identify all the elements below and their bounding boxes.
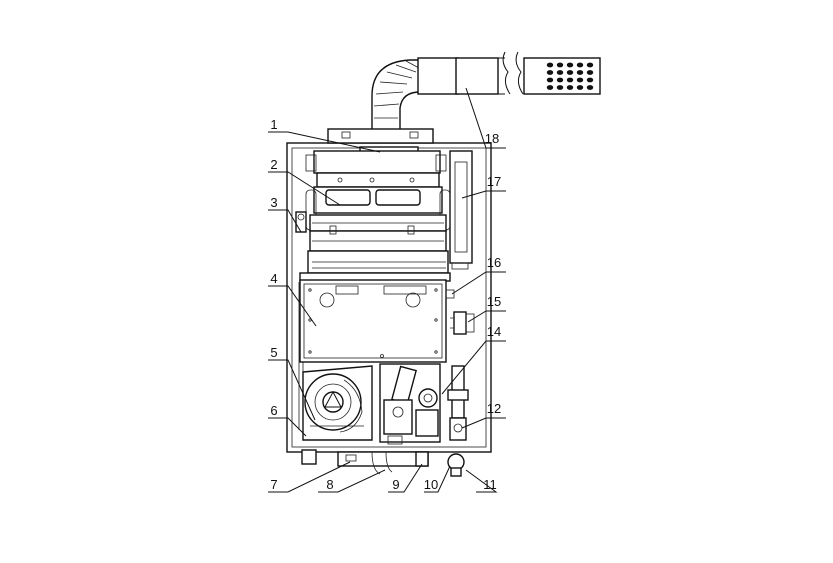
callout-7: 7 (270, 477, 277, 492)
callout-15: 15 (487, 294, 501, 309)
pressure-switch (450, 311, 475, 335)
vent-hole (576, 77, 584, 83)
vent-hole (586, 62, 594, 68)
vent-hole (546, 85, 554, 90)
vent-hole (566, 85, 574, 90)
callout-8: 8 (326, 477, 333, 492)
callout-labels: 1 2 3 4 5 6 7 8 9 10 11 12 14 15 16 17 1… (270, 117, 501, 492)
vent-hole (566, 70, 574, 75)
flue-pipe (371, 51, 601, 143)
vent-hole (576, 70, 584, 75)
leader-lines (268, 87, 506, 493)
callout-2: 2 (270, 157, 277, 172)
callout-6: 6 (270, 403, 277, 418)
callout-1: 1 (270, 117, 277, 132)
callout-16: 16 (487, 255, 501, 270)
callout-18: 18 (485, 131, 499, 146)
vent-hole (576, 85, 584, 90)
callout-9: 9 (392, 477, 399, 492)
vent-hole (586, 77, 594, 83)
flame-sensor (445, 289, 455, 299)
callout-12: 12 (487, 401, 501, 416)
callout-17: 17 (487, 174, 501, 189)
vent-hole (546, 70, 554, 75)
burner-panel (299, 279, 447, 363)
callout-4: 4 (270, 271, 277, 286)
vent-hole (576, 62, 584, 68)
flue-terminal-vent-holes (546, 62, 594, 90)
vent-hole (546, 77, 554, 83)
callout-10: 10 (424, 477, 438, 492)
vent-hole (586, 85, 594, 90)
vent-hole (546, 62, 554, 68)
vent-hole (556, 77, 564, 83)
callout-11: 11 (483, 477, 497, 492)
vent-hole (556, 85, 564, 90)
vent-hole (566, 77, 574, 83)
gas-valve-assembly (379, 363, 441, 445)
vent-hole (556, 62, 564, 68)
vent-hole (566, 62, 574, 68)
bottom-fittings (301, 449, 465, 477)
vent-hole (586, 70, 594, 75)
callout-5: 5 (270, 345, 277, 360)
callout-14: 14 (487, 324, 501, 339)
overheat-sensor (295, 211, 307, 233)
blower-fan (302, 365, 373, 441)
ignition-transformer (449, 150, 473, 270)
heat-exchanger (299, 186, 451, 282)
callout-3: 3 (270, 195, 277, 210)
vent-hole (556, 70, 564, 75)
flue-collector-hood (305, 150, 447, 188)
